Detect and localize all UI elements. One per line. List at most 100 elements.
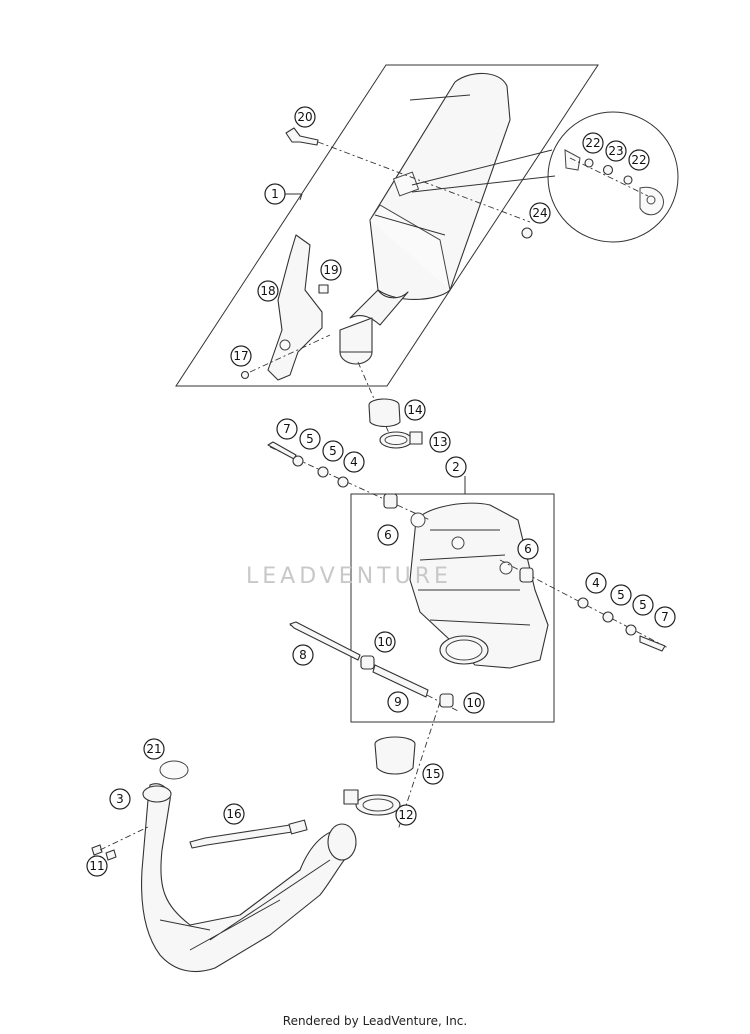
silencer-group-frame — [175, 64, 599, 387]
callout-21: 21 — [143, 738, 165, 760]
svg-text:9: 9 — [394, 695, 402, 709]
right-bolt-7[interactable] — [639, 635, 666, 652]
svg-text:10: 10 — [377, 635, 392, 649]
svg-text:5: 5 — [639, 598, 647, 612]
svg-text:4: 4 — [592, 576, 600, 590]
svg-text:15: 15 — [425, 767, 440, 781]
svg-text:7: 7 — [661, 610, 669, 624]
svg-text:5: 5 — [306, 432, 314, 446]
bracket-screw[interactable] — [240, 370, 250, 380]
left-spacer-4[interactable] — [337, 476, 349, 488]
callout-7-right: 7 — [654, 606, 676, 628]
callout-6-left: 6 — [377, 524, 399, 546]
callout-5-left-a: 5 — [299, 428, 321, 450]
callout-11: 11 — [86, 855, 108, 877]
svg-text:6: 6 — [384, 528, 392, 542]
pre-silencer-assembly[interactable] — [409, 502, 549, 669]
left-bolt-7[interactable] — [267, 441, 297, 460]
svg-text:5: 5 — [617, 588, 625, 602]
hose-clamp-12[interactable] — [343, 789, 401, 816]
callout-4-right: 4 — [585, 572, 607, 594]
detail-magnifier-circle — [547, 111, 679, 243]
svg-text:12: 12 — [398, 808, 413, 822]
callout-17: 17 — [230, 345, 252, 367]
callout-23: 23 — [605, 140, 627, 162]
callout-5-right-b: 5 — [632, 594, 654, 616]
oxygen-sensor[interactable] — [189, 819, 308, 849]
exhaust-gasket-21[interactable] — [159, 760, 189, 780]
bushing-10a[interactable] — [360, 655, 375, 670]
callout-13: 13 — [429, 431, 451, 453]
svg-text:19: 19 — [323, 263, 338, 277]
svg-text:22: 22 — [631, 153, 646, 167]
svg-text:23: 23 — [608, 144, 623, 158]
header-screws-11[interactable] — [91, 844, 117, 861]
svg-text:14: 14 — [407, 403, 422, 417]
svg-text:21: 21 — [146, 742, 161, 756]
sealing-sleeve-15[interactable] — [374, 736, 416, 775]
callout-2: 2 — [445, 456, 467, 478]
watermark: LEADVENTURE — [246, 564, 452, 589]
callout-22-right: 22 — [628, 149, 650, 171]
bushing-washer[interactable] — [410, 512, 426, 528]
svg-text:7: 7 — [283, 422, 291, 436]
bracket-screw-line — [249, 334, 331, 373]
callout-10-upper: 10 — [374, 631, 396, 653]
callout-8: 8 — [292, 644, 314, 666]
svg-text:18: 18 — [260, 284, 275, 298]
right-washer-5b[interactable] — [625, 624, 637, 636]
svg-text:5: 5 — [329, 444, 337, 458]
svg-text:17: 17 — [233, 349, 248, 363]
clip-nut[interactable] — [318, 284, 329, 294]
callout-15: 15 — [422, 763, 444, 785]
svg-text:1: 1 — [271, 187, 279, 201]
svg-text:13: 13 — [432, 435, 447, 449]
callout-1: 1 — [264, 183, 286, 205]
callout-5-right-a: 5 — [610, 584, 632, 606]
header-pipe[interactable] — [141, 783, 357, 973]
callout-16: 16 — [223, 803, 245, 825]
silencer-muffler[interactable] — [339, 72, 511, 365]
svg-text:3: 3 — [116, 792, 124, 806]
callout-18: 18 — [257, 280, 279, 302]
svg-text:24: 24 — [532, 206, 547, 220]
right-washer-5a[interactable] — [602, 611, 614, 623]
spacer-sleeve-9[interactable] — [372, 664, 429, 698]
svg-text:20: 20 — [297, 110, 312, 124]
left-washer-5a[interactable] — [292, 455, 304, 467]
header-screw-line — [99, 825, 151, 851]
silencer-screw[interactable] — [285, 127, 319, 146]
silencer-bracket[interactable] — [267, 234, 323, 381]
rubber-bushing-6b[interactable] — [519, 567, 534, 583]
svg-text:6: 6 — [524, 542, 532, 556]
long-bolt-8[interactable] — [289, 621, 361, 661]
silencer-nut[interactable] — [521, 227, 533, 239]
footer-credit: Rendered by LeadVenture, Inc. — [282, 1014, 468, 1028]
svg-text:11: 11 — [89, 859, 104, 873]
callout-24: 24 — [529, 202, 551, 224]
callout-5-left-b: 5 — [322, 440, 344, 462]
callout-19: 19 — [320, 259, 342, 281]
callout-10-lower: 10 — [463, 692, 485, 714]
hose-clamp-13[interactable] — [379, 431, 423, 449]
left-washer-5b[interactable] — [317, 466, 329, 478]
callout-12: 12 — [395, 804, 417, 826]
magnifier-detail-parts — [564, 149, 664, 216]
sealing-sleeve-14[interactable] — [368, 398, 401, 428]
svg-text:4: 4 — [350, 455, 358, 469]
manifold-group-frame — [350, 493, 555, 723]
right-spacer-4[interactable] — [577, 597, 589, 609]
callout-4-left: 4 — [343, 451, 365, 473]
svg-text:16: 16 — [226, 807, 241, 821]
rubber-bushing-6a[interactable] — [383, 493, 398, 509]
callout-14: 14 — [404, 399, 426, 421]
svg-text:22: 22 — [585, 136, 600, 150]
callout-22-left: 22 — [582, 132, 604, 154]
magnifier-leader-top — [411, 149, 553, 186]
leader-lines — [285, 193, 466, 494]
callout-9: 9 — [387, 691, 409, 713]
svg-text:8: 8 — [299, 648, 307, 662]
svg-text:10: 10 — [466, 696, 481, 710]
svg-text:2: 2 — [452, 460, 460, 474]
bushing-10b[interactable] — [439, 693, 454, 708]
